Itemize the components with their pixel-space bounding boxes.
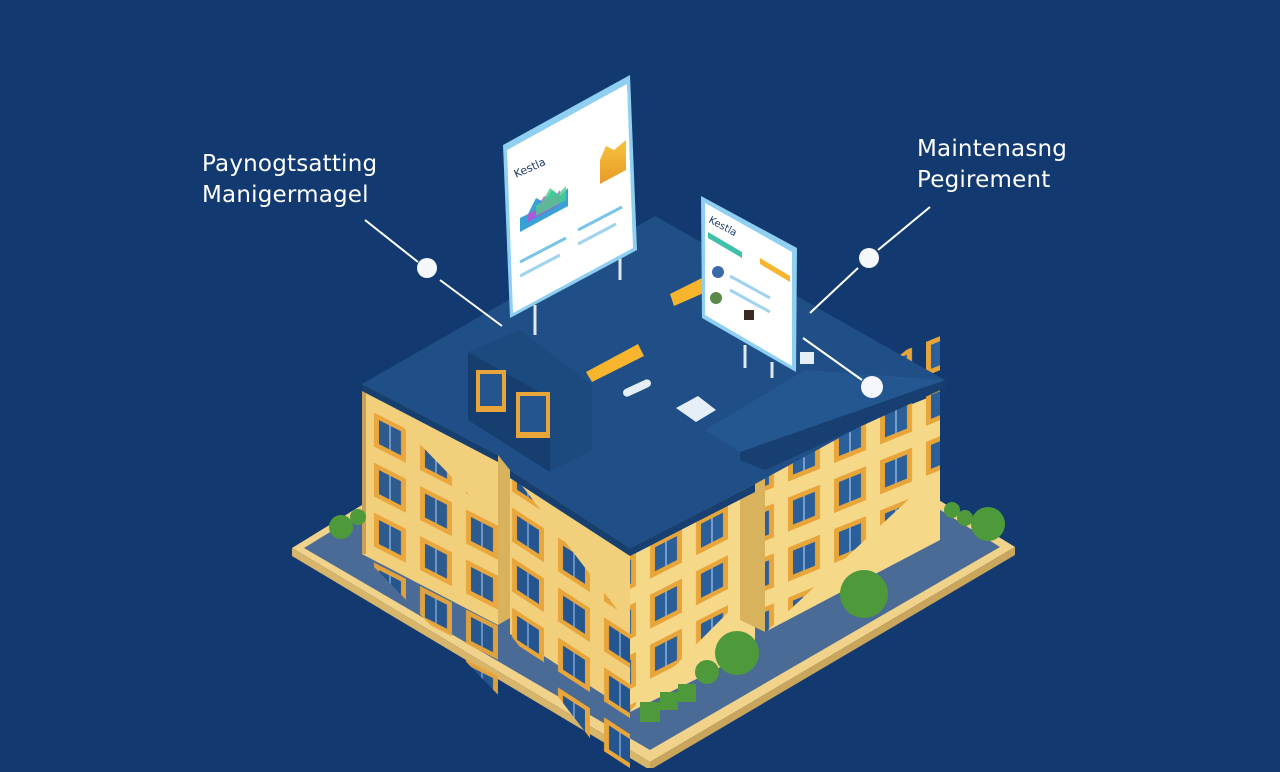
callout-right-dot-top[interactable] (859, 248, 879, 268)
callout-left-line-1: Paynogtsatting (202, 151, 378, 177)
callout-right-line-2: Pegirement (917, 167, 1051, 193)
callout-right-dot-bottom[interactable] (861, 376, 883, 398)
callout-right-label: Maintenasng Pegirement (917, 134, 1067, 196)
callout-left-connector (364, 219, 503, 327)
rooftop-details (586, 278, 814, 422)
callout-left-line-2: Manigermagel (202, 182, 369, 208)
rooftop-stair-box (468, 330, 592, 472)
callout-right-connector (802, 206, 931, 398)
roof (362, 216, 945, 556)
callout-right-line-1: Maintenasng (917, 136, 1068, 162)
right-dashboard-screen: Kestla (701, 196, 797, 378)
callout-left-dot[interactable] (417, 258, 437, 278)
callout-left-label: Paynogtsatting Manigermagel (202, 149, 377, 211)
left-dashboard-screen: Kestla (503, 75, 637, 335)
trees (329, 502, 1005, 722)
